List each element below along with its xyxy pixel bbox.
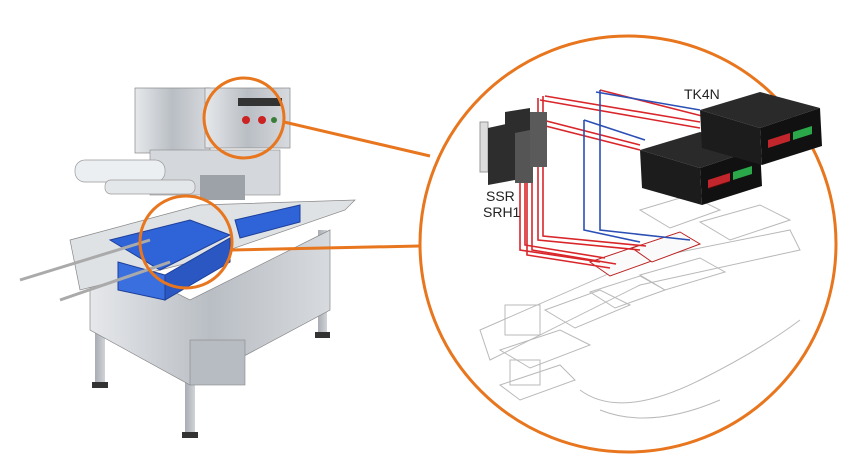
controller-label: TK4N	[684, 86, 720, 102]
tray-sealing-machine	[19, 87, 356, 438]
tray-conveyor-sketch	[479, 194, 801, 419]
callout-detail-circle	[418, 34, 838, 454]
temperature-controllers	[640, 92, 822, 205]
callout-connector	[231, 244, 421, 252]
callout-sealing-area	[138, 194, 234, 290]
panel-button	[271, 117, 277, 123]
machine-leg	[95, 300, 105, 385]
ssr-label-line1: SSR	[486, 188, 515, 204]
ssr-label-line2: SRH1	[483, 204, 521, 220]
panel-button	[258, 116, 266, 124]
ssr-unit	[530, 112, 547, 167]
callout-control-panel	[202, 76, 286, 160]
controller-front	[700, 148, 762, 205]
ssr-relays	[479, 108, 547, 185]
ssr-unit	[515, 125, 533, 183]
panel-display	[238, 98, 282, 106]
panel-button	[242, 116, 250, 124]
controller-front	[760, 108, 822, 165]
callout-connector	[283, 120, 431, 158]
callouts	[138, 34, 838, 454]
